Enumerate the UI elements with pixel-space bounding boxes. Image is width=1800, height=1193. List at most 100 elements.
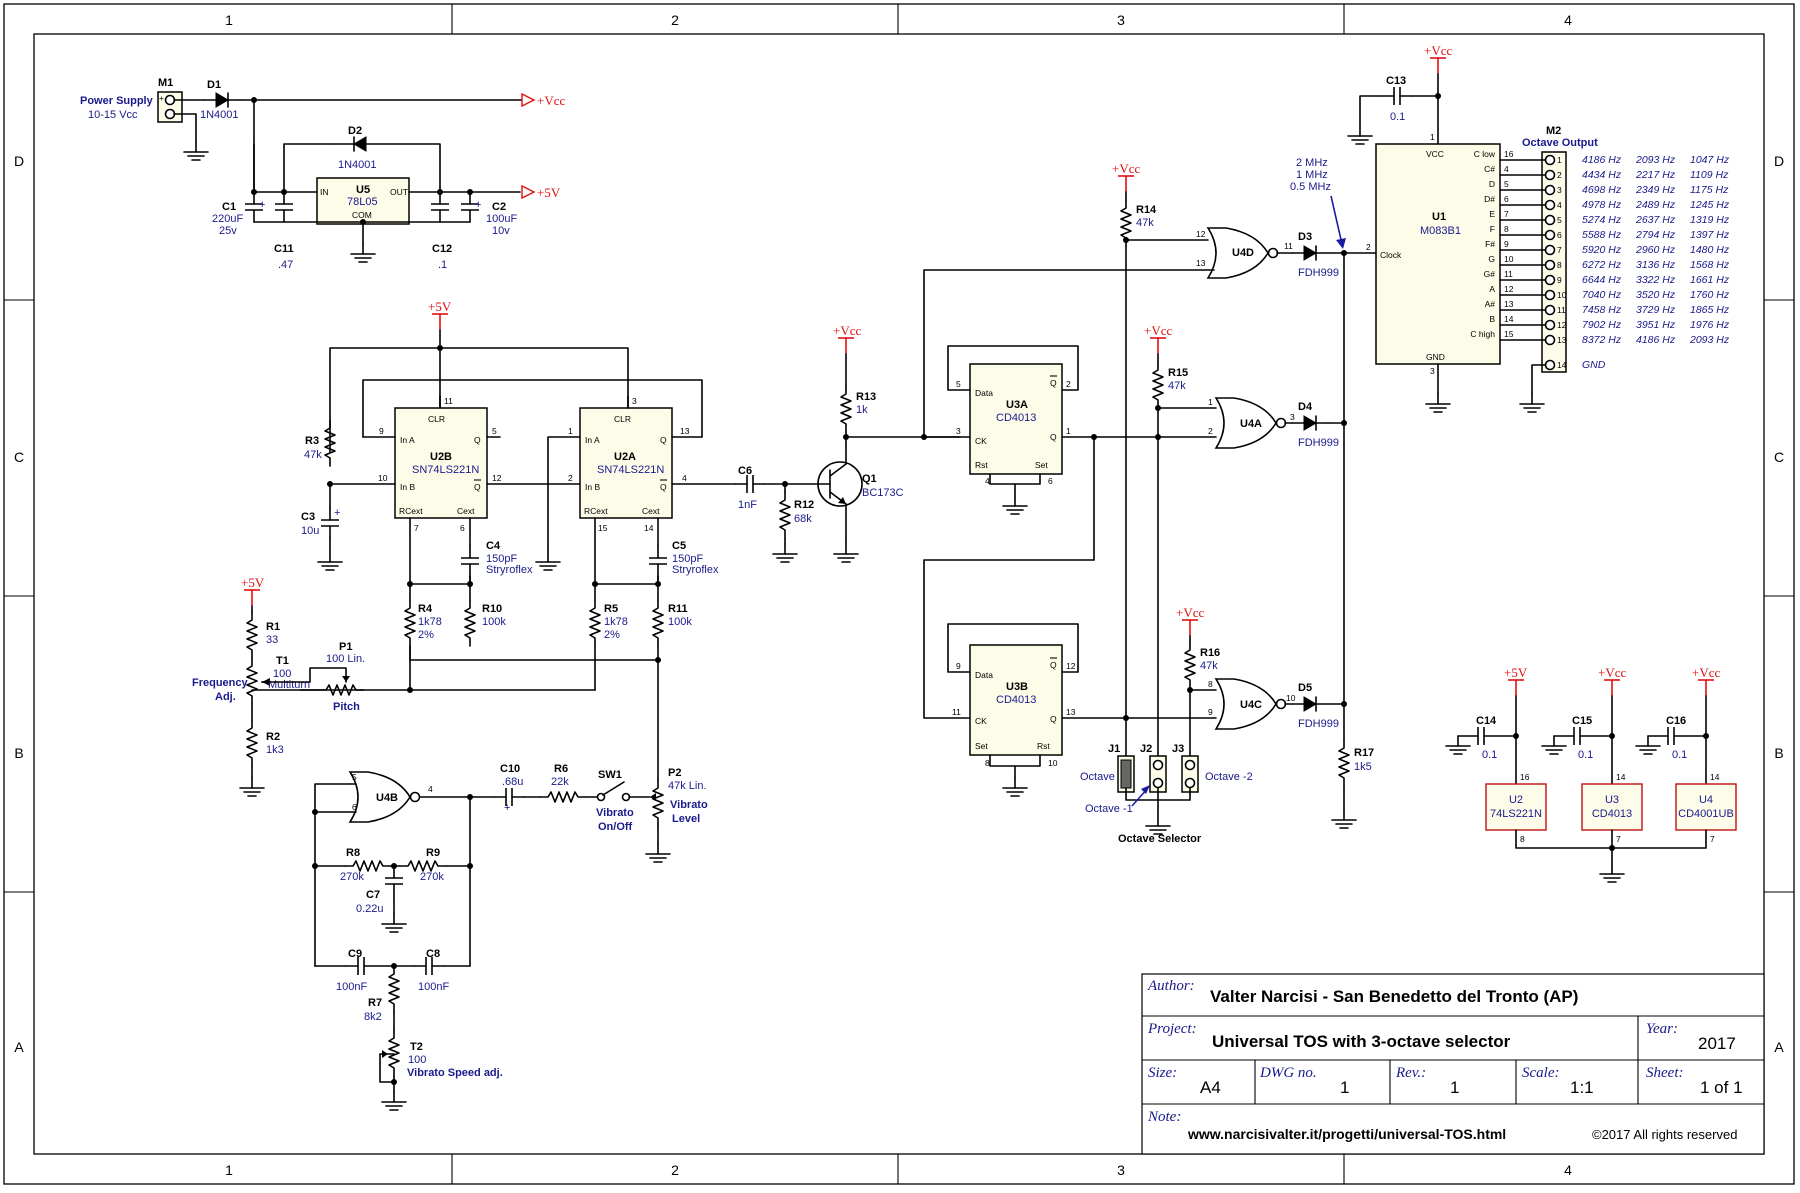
u3a-value: CD4013 [996, 412, 1036, 424]
u3b-data: Data [975, 670, 993, 680]
output-note-name: A# [1485, 299, 1496, 309]
jumper-j1-shunt [1120, 759, 1132, 789]
output-note-name: G# [1484, 269, 1496, 279]
freq-label-2: Adj. [215, 691, 236, 703]
scale-heading: Scale: [1522, 1065, 1559, 1081]
output-terminal [1544, 274, 1556, 286]
u2-pin8: 8 [1520, 834, 1525, 844]
connector-pin-number: 13 [1557, 335, 1567, 345]
c14-rail: +5V [1504, 665, 1528, 680]
r13-ref: R13 [856, 391, 876, 403]
note-copyright: ©2017 All rights reserved [1592, 1127, 1737, 1142]
col-label-2: 2 [671, 12, 679, 28]
u2b-pin6: 6 [460, 523, 465, 533]
d4-value: FDH999 [1298, 437, 1339, 449]
p2-ref: P2 [668, 767, 681, 779]
scale-value: 1:1 [1570, 1078, 1594, 1097]
u3a-q: Q [1050, 432, 1057, 442]
r15-ref: R15 [1168, 367, 1188, 379]
m2-gnd-pin: 14 [1557, 360, 1567, 370]
c4-value: 150pF [486, 553, 517, 565]
frequency-octave-minus-1: 3951 Hz [1636, 319, 1676, 331]
u4c-ref: U4C [1240, 699, 1262, 711]
c4-note: Stryroflex [486, 564, 533, 576]
u2a-value: SN74LS221N [597, 464, 664, 476]
output-terminal [1544, 244, 1556, 256]
note-05mhz: 0.5 MHz [1290, 181, 1331, 193]
u3b-q: Q [1050, 714, 1057, 724]
u5-ref: U5 [356, 184, 370, 196]
r8-value: 270k [340, 871, 364, 883]
c4-ref: C4 [486, 540, 501, 552]
output-pin-number: 13 [1504, 299, 1514, 309]
r6-ref: R6 [554, 763, 568, 775]
project-value: Universal TOS with 3-octave selector [1212, 1032, 1511, 1051]
output-terminal [1544, 334, 1556, 346]
sheet-value: 1 of 1 [1700, 1078, 1743, 1097]
sheet-heading: Sheet: [1646, 1065, 1683, 1081]
d2-value: 1N4001 [338, 159, 377, 171]
r5-tolerance: 2% [604, 629, 620, 641]
u2-value: 74LS221N [1490, 808, 1542, 820]
u4d-pin12: 12 [1196, 229, 1206, 239]
u1-ref: U1 [1432, 211, 1446, 223]
frequency-octave-0: 6272 Hz [1582, 259, 1622, 271]
u3b-pin12: 12 [1066, 661, 1076, 671]
t1-value: 100 [273, 668, 291, 680]
r7-ref: R7 [368, 997, 382, 1009]
frequency-octave-minus-1: 2960 Hz [1635, 244, 1676, 256]
u4d-pin13: 13 [1196, 258, 1206, 268]
u4a-pin3: 3 [1290, 412, 1295, 422]
output-note-name: E [1489, 209, 1495, 219]
p2-value: 47k Lin. [668, 780, 707, 792]
c15-value: 0.1 [1578, 749, 1593, 761]
u3a-ref: U3A [1006, 399, 1028, 411]
c7-ref: C7 [366, 889, 380, 901]
row-label-c-right: C [1774, 449, 1784, 465]
r16-value: 47k [1200, 660, 1218, 672]
frequency-octave-minus-2: 1568 Hz [1690, 259, 1730, 271]
output-note-name: C low [1474, 149, 1496, 159]
frequency-octave-minus-2: 1760 Hz [1690, 289, 1730, 301]
c16-ref: C16 [1666, 715, 1686, 727]
u2a-q: Q [660, 435, 667, 445]
output-terminal [1544, 289, 1556, 301]
sw1-ref: SW1 [598, 769, 622, 781]
frequency-octave-minus-1: 2217 Hz [1635, 169, 1676, 181]
frequency-octave-0: 4186 Hz [1582, 154, 1622, 166]
output-pin-number: 11 [1504, 269, 1513, 279]
c7-value: 0.22u [356, 903, 384, 915]
r7-value: 8k2 [364, 1011, 382, 1023]
r4-value: 1k78 [418, 616, 442, 628]
col-label-4: 4 [1564, 12, 1572, 28]
output-note-name: C high [1470, 329, 1495, 339]
c10-ref: C10 [500, 763, 520, 775]
note-heading: Note: [1147, 1109, 1181, 1125]
t1-v5-label: +5V [241, 575, 265, 590]
year-heading: Year: [1646, 1021, 1678, 1037]
u2a-pin15: 15 [598, 523, 608, 533]
frequency-octave-minus-2: 1319 Hz [1690, 214, 1730, 226]
c3-plus: + [334, 507, 340, 519]
u3b-pin8: 8 [985, 758, 990, 768]
u2b-pin11: 11 [444, 396, 453, 406]
u4-ref: U4 [1699, 794, 1713, 806]
t2-ref: T2 [410, 1041, 423, 1053]
rev-heading: Rev.: [1395, 1065, 1426, 1081]
u4b-pin4: 4 [428, 784, 433, 794]
c5-note: Stryroflex [672, 564, 719, 576]
r11-value: 100k [668, 616, 692, 628]
row-label-b-right: B [1774, 745, 1783, 761]
r8-ref: R8 [346, 847, 360, 859]
freq-label-1: Frequency [192, 677, 249, 689]
u2b-cext: Cext [457, 506, 475, 516]
q1-ref: Q1 [862, 473, 877, 485]
c11-ref: C11 [274, 243, 294, 255]
p1-value: 100 Lin. [326, 653, 365, 665]
r6-value: 22k [551, 776, 569, 788]
d5-ref: D5 [1298, 682, 1312, 694]
c13-value: 0.1 [1390, 111, 1405, 123]
output-terminal [1544, 319, 1556, 331]
c10-plus: + [504, 802, 510, 814]
u3b-pin9: 9 [956, 661, 961, 671]
